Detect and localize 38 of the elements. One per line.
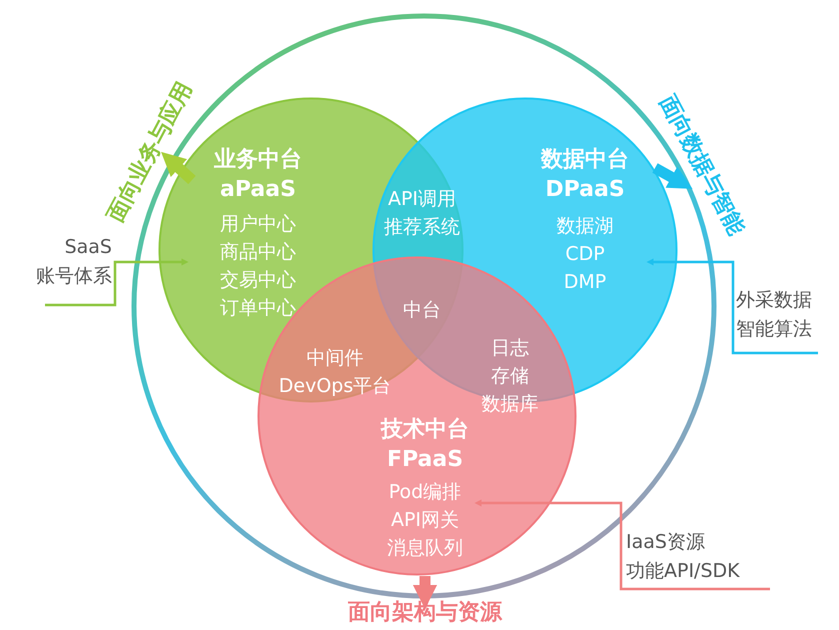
circle-item: 订单中心 <box>220 296 296 321</box>
overlap-label: DevOps平台 <box>278 374 392 399</box>
direction-label: 面向数据与智能 <box>652 90 752 240</box>
leader-arrow <box>474 500 770 590</box>
overlap-label: 日志 <box>490 336 530 361</box>
circle-item: 交易中心 <box>220 268 296 293</box>
circle-item: 数据湖 <box>556 214 614 239</box>
circle-item: 消息队列 <box>387 536 463 561</box>
circle-item: 商品中心 <box>220 240 296 265</box>
circle-subtitle: DPaaS <box>545 176 625 204</box>
source-label: SaaS <box>64 235 112 260</box>
leader-arrow <box>646 258 818 354</box>
overlap-label: 中台 <box>402 298 442 323</box>
direction-label: 面向架构与资源 <box>348 597 502 627</box>
direction-arrow <box>161 152 196 184</box>
leader-arrow <box>45 258 188 306</box>
circle-title: 数据中台 <box>541 146 629 174</box>
circle-item: DMP <box>564 270 606 295</box>
source-label: 功能API/SDK <box>626 559 741 584</box>
circle-item: 用户中心 <box>220 212 296 237</box>
source-label: IaaS资源 <box>626 530 706 555</box>
circle-title: 业务中台 <box>214 146 302 174</box>
circle-title: 技术中台 <box>381 416 469 444</box>
direction-label: 面向业务与应用 <box>100 76 200 228</box>
overlap-label: 推荐系统 <box>383 215 461 240</box>
overlap-label: 数据库 <box>480 392 540 417</box>
overlap-label: 存储 <box>490 364 530 389</box>
circle-subtitle: FPaaS <box>386 446 464 474</box>
source-label: 智能算法 <box>736 317 813 342</box>
circle-item: Pod编排 <box>388 480 462 505</box>
source-label: 账号体系 <box>35 264 112 289</box>
circle-subtitle: aPaaS <box>220 176 296 204</box>
circle-item: API网关 <box>390 508 460 533</box>
overlap-label: API调用 <box>386 187 458 212</box>
circle-item: CDP <box>565 242 605 267</box>
direction-arrow <box>652 163 693 189</box>
overlap-label: 中间件 <box>306 346 364 371</box>
source-label: 外采数据 <box>736 288 813 313</box>
